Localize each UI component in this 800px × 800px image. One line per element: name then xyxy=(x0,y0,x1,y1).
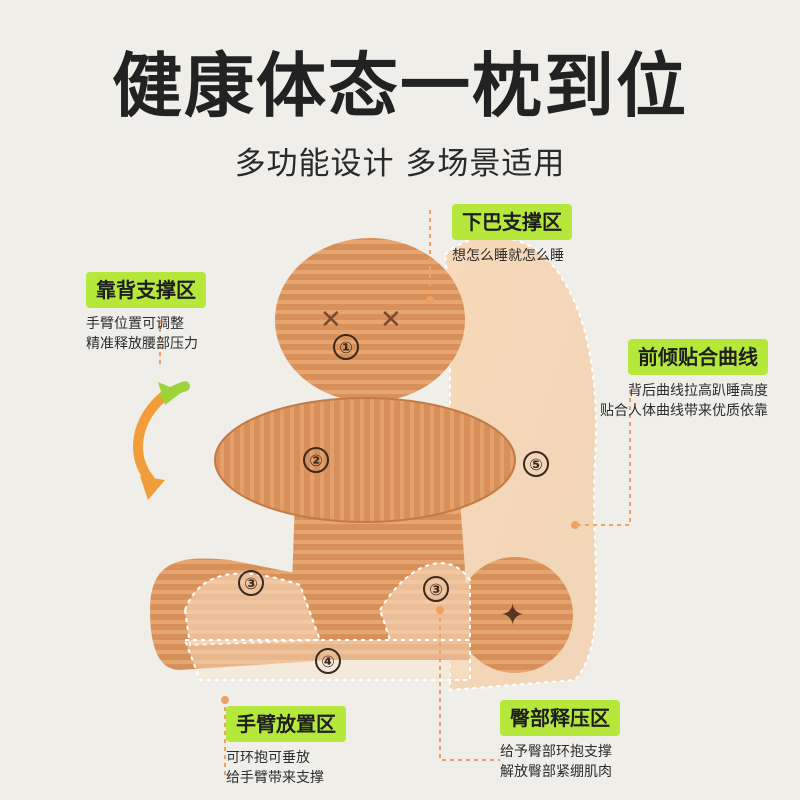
adjust-arrow-icon xyxy=(133,390,170,485)
back-zone-label: 靠背支撑区 手臂位置可调整 精准释放腰部压力 xyxy=(86,272,206,355)
curve-zone-label: 前倾贴合曲线 背后曲线拉高趴睡高度 贴合人体曲线带来优质依靠 xyxy=(510,339,768,422)
arm-zone-title: 手臂放置区 xyxy=(226,706,346,742)
curve-zone-desc-2: 贴合人体曲线带来优质依靠 xyxy=(600,403,768,420)
marker-2: ② xyxy=(303,447,329,473)
arm-zone-desc-2: 给手臂带来支撑 xyxy=(226,770,324,787)
arm-zone-label: 手臂放置区 可环抱可垂放 给手臂带来支撑 xyxy=(226,706,346,789)
pillow-arm-roll xyxy=(215,398,515,522)
hip-zone-desc-1: 给予臀部环抱支撑 xyxy=(500,744,612,760)
page-subheadline: 多功能设计 多场景适用 xyxy=(234,146,566,182)
svg-text:✕: ✕ xyxy=(380,305,402,335)
chin-zone-title: 下巴支撑区 xyxy=(452,204,572,240)
curve-zone-title: 前倾贴合曲线 xyxy=(628,339,768,375)
marker-3-right: ③ xyxy=(423,576,449,602)
chin-zone-desc: 想怎么睡就怎么睡 xyxy=(452,248,564,264)
back-zone-desc-1: 手臂位置可调整 xyxy=(86,316,184,332)
hip-zone-label: 臀部释压区 给予臀部环抱支撑 解放臀部紧绷肌肉 xyxy=(500,700,620,783)
marker-4: ④ xyxy=(315,648,341,674)
back-zone-desc-2: 精准释放腰部压力 xyxy=(86,336,198,353)
curve-zone-desc-1: 背后曲线拉高趴睡高度 xyxy=(628,383,768,399)
marker-3-left: ③ xyxy=(238,570,264,596)
foot-star-icon: ✦ xyxy=(500,598,525,633)
marker-5: ⑤ xyxy=(523,451,549,477)
arm-zone-overlay xyxy=(183,572,322,647)
pillow-right-foot xyxy=(457,557,573,673)
page-headline: 健康体态一枕到位 xyxy=(112,45,688,127)
hip-zone-desc-2: 解放臀部紧绷肌肉 xyxy=(500,764,612,781)
marker-1: ① xyxy=(333,334,359,360)
svg-text:✕: ✕ xyxy=(320,305,342,335)
chin-zone-label: 下巴支撑区 想怎么睡就怎么睡 xyxy=(452,204,572,266)
arm-zone-desc-1: 可环抱可垂放 xyxy=(226,750,310,766)
back-zone-title: 靠背支撑区 xyxy=(86,272,206,308)
hip-zone-title: 臀部释压区 xyxy=(500,700,620,736)
pillow-head xyxy=(275,238,465,402)
